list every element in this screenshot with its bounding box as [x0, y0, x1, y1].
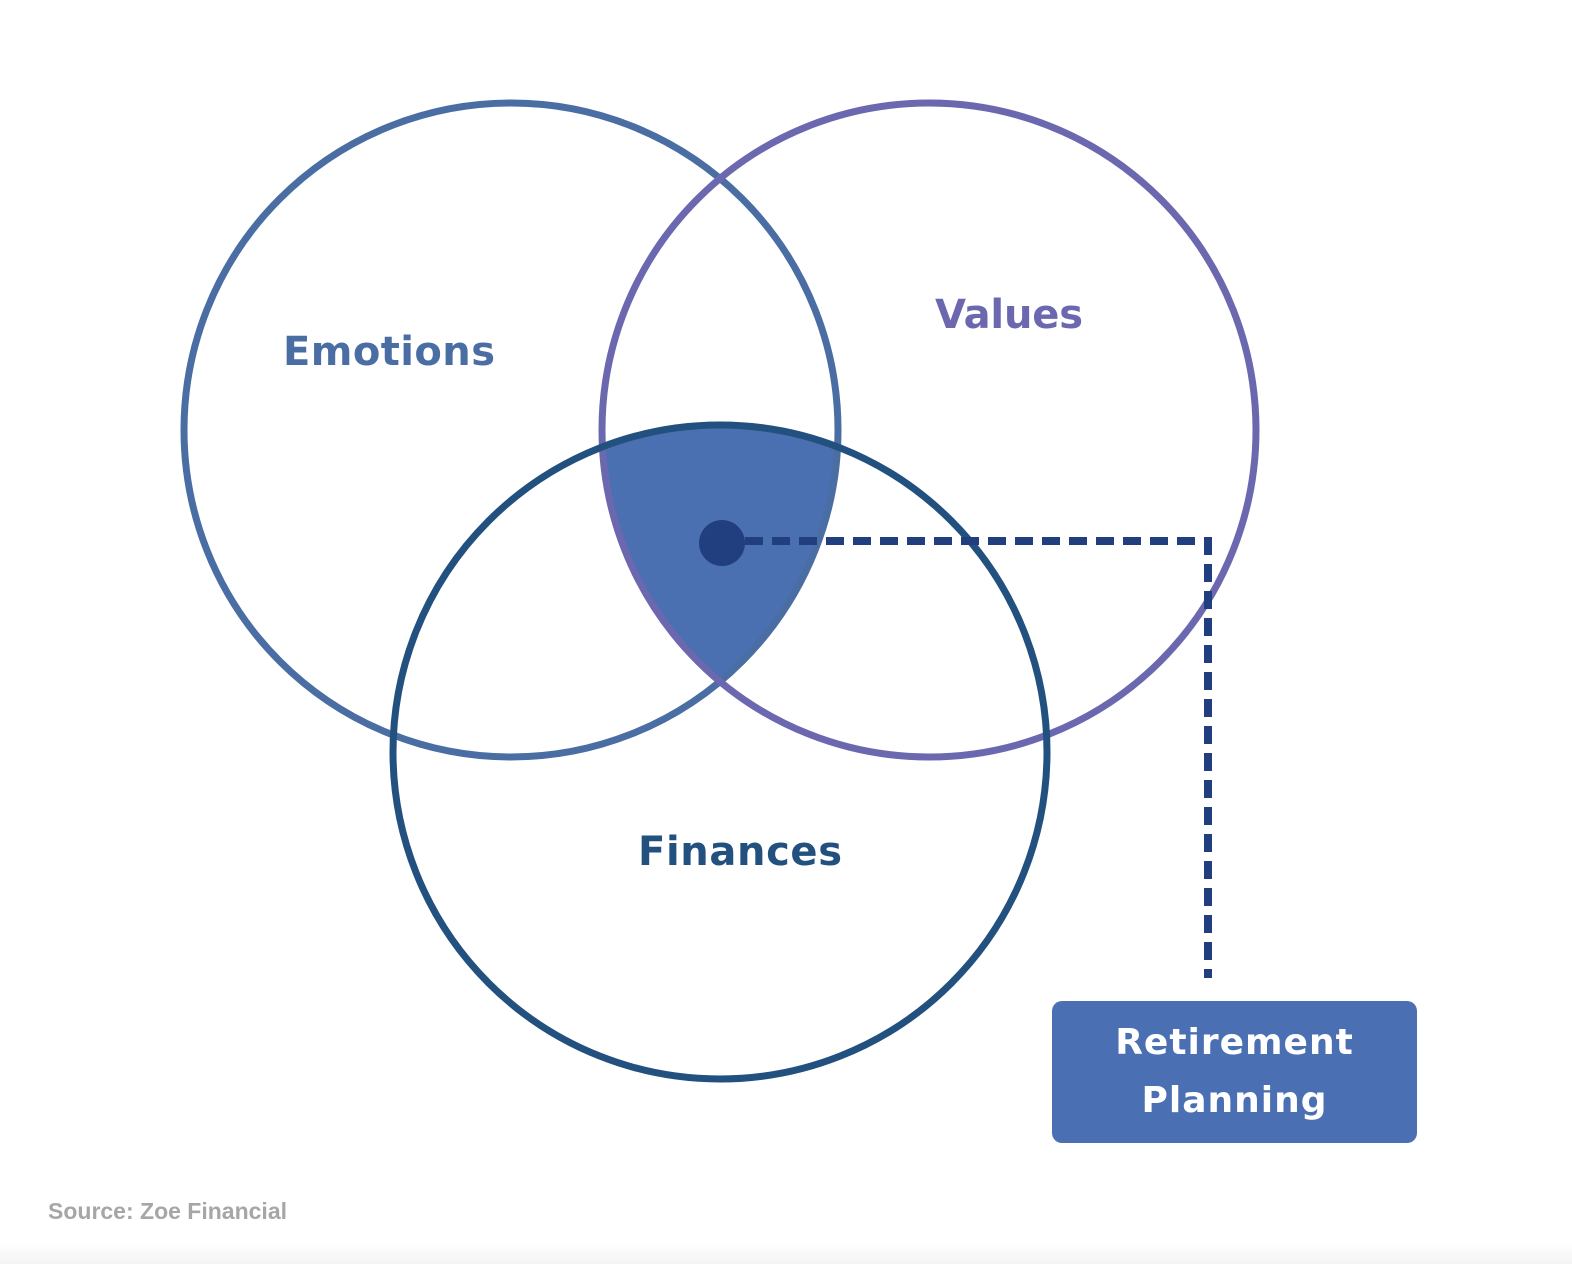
circle-emotions: [180, 99, 842, 761]
label-finances: Finances: [638, 829, 842, 875]
source-caption: Source: Zoe Financial: [48, 1198, 287, 1224]
callout-line-1: Retirement: [1115, 1022, 1354, 1063]
label-emotions: Emotions: [283, 329, 495, 375]
retirement-planning-callout: Retirement Planning: [1052, 1001, 1417, 1143]
footer-shadow: [0, 1242, 1572, 1264]
intersection-marker-dot: [699, 520, 745, 566]
label-values: Values: [935, 292, 1083, 338]
callout-dashed-line: [745, 537, 1212, 978]
circle-values: [598, 99, 1260, 761]
callout-line-2: Planning: [1141, 1080, 1328, 1121]
circle-finances: [389, 421, 1051, 1083]
